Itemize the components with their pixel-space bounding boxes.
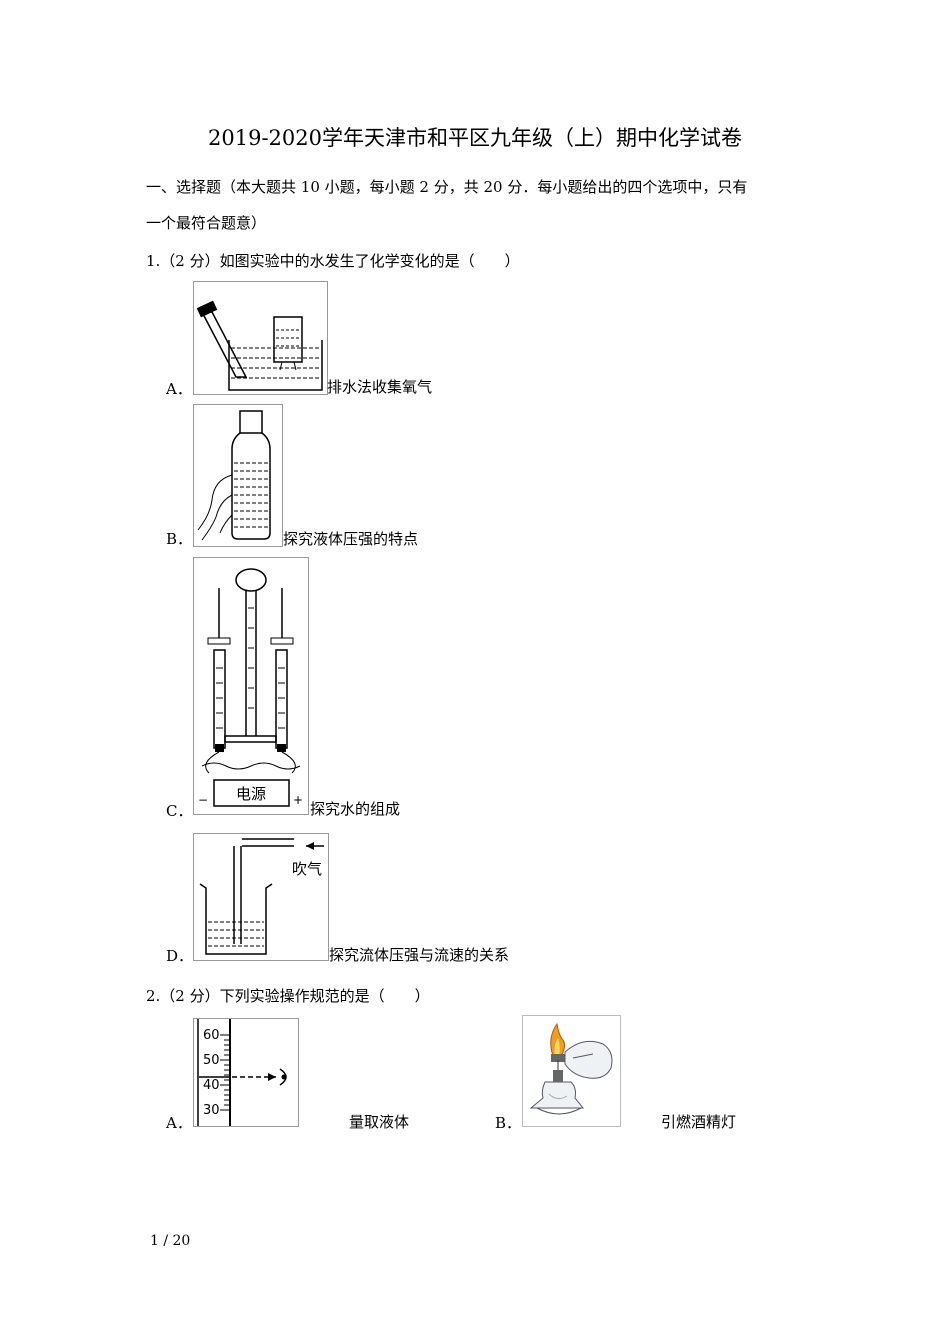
q2-option-b-letter: B． — [495, 1114, 522, 1132]
q1-option-d-figure: 吹气 — [193, 833, 329, 961]
scale-50: 50 — [203, 1053, 220, 1068]
q1-option-b-figure — [193, 404, 283, 547]
q1-option-a-text: 排水法收集氧气 — [327, 378, 433, 396]
minus-label: − — [198, 793, 208, 807]
q1-option-c-letter: C． — [166, 802, 193, 820]
power-label: 电源 — [236, 785, 266, 803]
scale-30: 30 — [203, 1103, 220, 1118]
q2-option-a-text: 量取液体 — [349, 1113, 410, 1131]
plus-label: + — [293, 793, 303, 807]
scale-60: 60 — [203, 1028, 220, 1043]
q2-option-a-figure: 60 50 40 30 — [193, 1018, 299, 1127]
q1-option-b-text: 探究液体压强的特点 — [283, 530, 419, 548]
q1-option-a-figure — [193, 281, 328, 395]
question-2-stem: 2.（2 分）下列实验操作规范的是（ ） — [146, 987, 430, 1005]
blow-label: 吹气 — [292, 860, 322, 878]
scale-40: 40 — [203, 1078, 220, 1093]
document-title: 2019-2020学年天津市和平区九年级（上）期中化学试卷 — [208, 126, 742, 150]
q1-option-a-letter: A． — [166, 380, 192, 398]
q1-option-c-figure: 电源 − + — [193, 557, 309, 815]
section-heading-line1: 一、选择题（本大题共 10 小题，每小题 2 分，共 20 分．每小题给出的四个… — [146, 178, 748, 196]
q2-option-b-figure — [522, 1015, 621, 1127]
q2-option-a-letter: A． — [166, 1114, 192, 1132]
q1-option-b-letter: B． — [166, 530, 193, 548]
page-number: 1 / 20 — [150, 1233, 191, 1249]
q1-option-c-text: 探究水的组成 — [310, 800, 401, 818]
q2-option-b-text: 引燃酒精灯 — [661, 1113, 737, 1131]
section-heading-line2: 一个最符合题意） — [146, 214, 267, 232]
q1-option-d-letter: D． — [166, 947, 194, 965]
question-1-stem: 1.（2 分）如图实验中的水发生了化学变化的是（ ） — [146, 252, 520, 270]
q1-option-d-text: 探究流体压强与流速的关系 — [329, 946, 510, 964]
